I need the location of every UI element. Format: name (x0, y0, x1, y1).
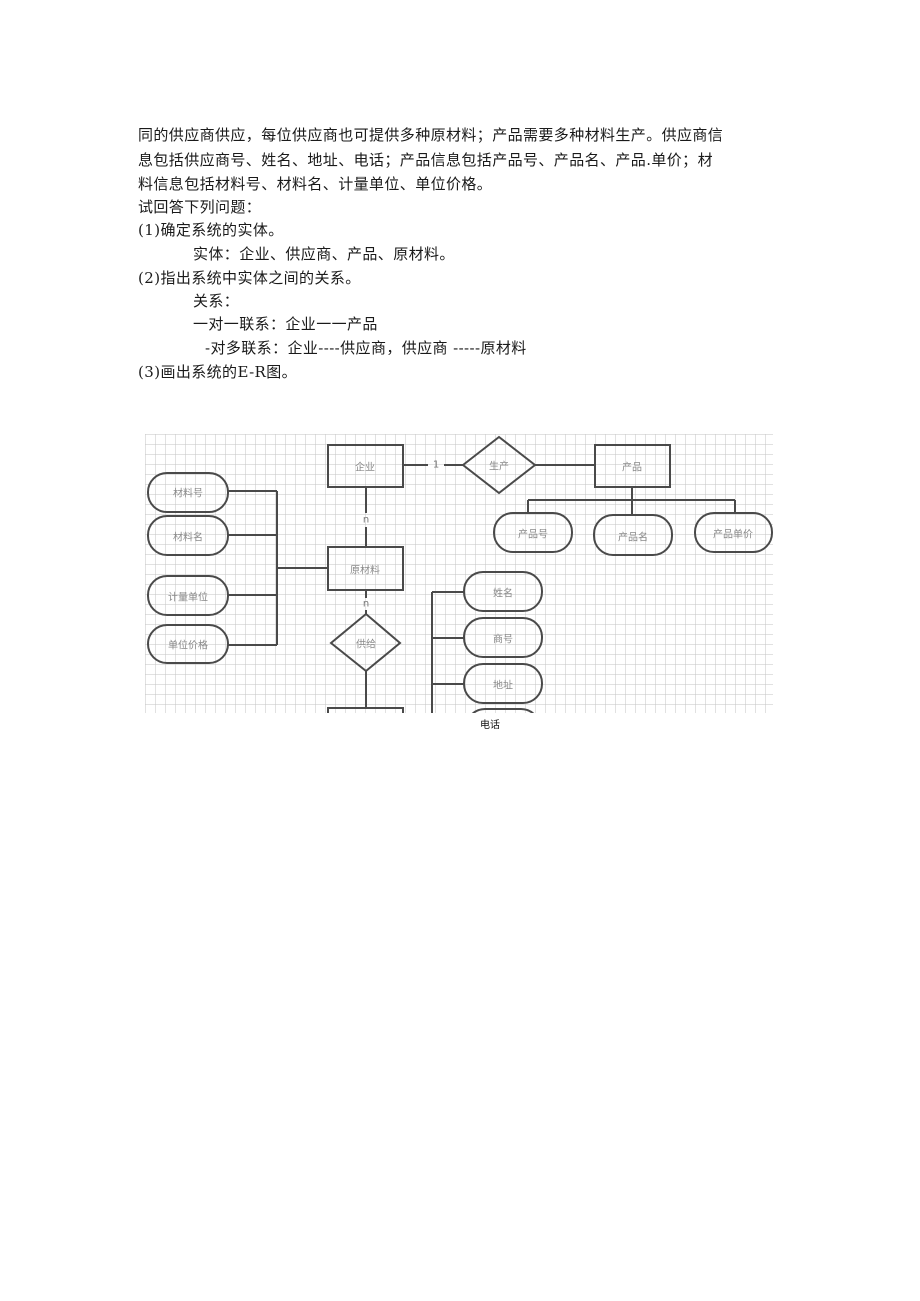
material-attr-label: 材料名 (173, 532, 203, 544)
er-diagram: 企业 生产 产品 原材料 供给 1 n n 材料号 材料名 计量单位 单位价格 … (145, 434, 773, 713)
material-attr-label: 计量单位 (168, 592, 208, 604)
paragraph-line-3: 料信息包括材料号、材料名、计量单位、单位价格。 (138, 175, 493, 193)
supply-label: 供给 (356, 639, 376, 651)
supplier-entity-box (327, 707, 404, 713)
product-label: 产品 (622, 462, 642, 474)
produce-label: 生产 (489, 461, 509, 473)
attr-product-price (694, 512, 773, 553)
attr-product-name (593, 514, 673, 556)
product-attr-label: 产品号 (518, 529, 548, 541)
supply-diamond (329, 612, 402, 673)
answer-2-one-to-many: -对多联系：企业----供应商，供应商 -----原材料 (205, 339, 527, 357)
attr-unit (147, 575, 229, 616)
cardinality-material-supply: n (362, 598, 370, 610)
attr-supplier-no (463, 617, 543, 658)
product-attr-label: 产品名 (618, 532, 648, 544)
supplier-attr-label: 姓名 (493, 588, 513, 600)
answer-1-entities: 实体：企业、供应商、产品、原材料。 (193, 245, 455, 263)
product-attr-label: 产品单价 (713, 529, 753, 541)
attr-supplier-name (463, 571, 543, 612)
paragraph-line-1: 同的供应商供应，每位供应商也可提供多种原材料；产品需要多种材料生产。供应商信 (138, 126, 724, 144)
er-diagram-lines (147, 435, 773, 713)
material-label: 原材料 (350, 565, 380, 577)
supplier-attr-label: 商号 (493, 634, 513, 646)
material-attr-label: 单位价格 (168, 640, 208, 652)
attr-supplier-phone (471, 708, 535, 713)
questions-prompt: 试回答下列问题： (138, 198, 262, 216)
material-attr-label: 材料号 (173, 488, 203, 500)
supplier-attr-label: 地址 (493, 680, 513, 692)
enterprise-label: 企业 (355, 462, 375, 474)
paragraph-line-2: 息包括供应商号、姓名、地址、电话；产品信息包括产品号、产品名、产品.单价；材 (138, 151, 713, 169)
attr-material-name (147, 515, 229, 556)
cardinality-enterprise-produce: 1 (432, 459, 440, 471)
cropped-phone-caption: 电话 (480, 720, 500, 731)
attr-material-no (147, 472, 229, 513)
attr-product-no (493, 512, 573, 553)
answer-2-one-to-one: 一对一联系：企业一一产品 (193, 315, 378, 333)
attr-unit-price (147, 624, 229, 664)
question-2: (2)指出系统中实体之间的关系。 (138, 269, 361, 287)
question-3: (3)画出系统的E-R图。 (138, 363, 298, 381)
question-1: (1)确定系统的实体。 (138, 221, 284, 239)
answer-2-heading: 关系： (193, 292, 240, 310)
attr-supplier-address (463, 663, 543, 704)
cardinality-enterprise-material: n (362, 514, 370, 526)
